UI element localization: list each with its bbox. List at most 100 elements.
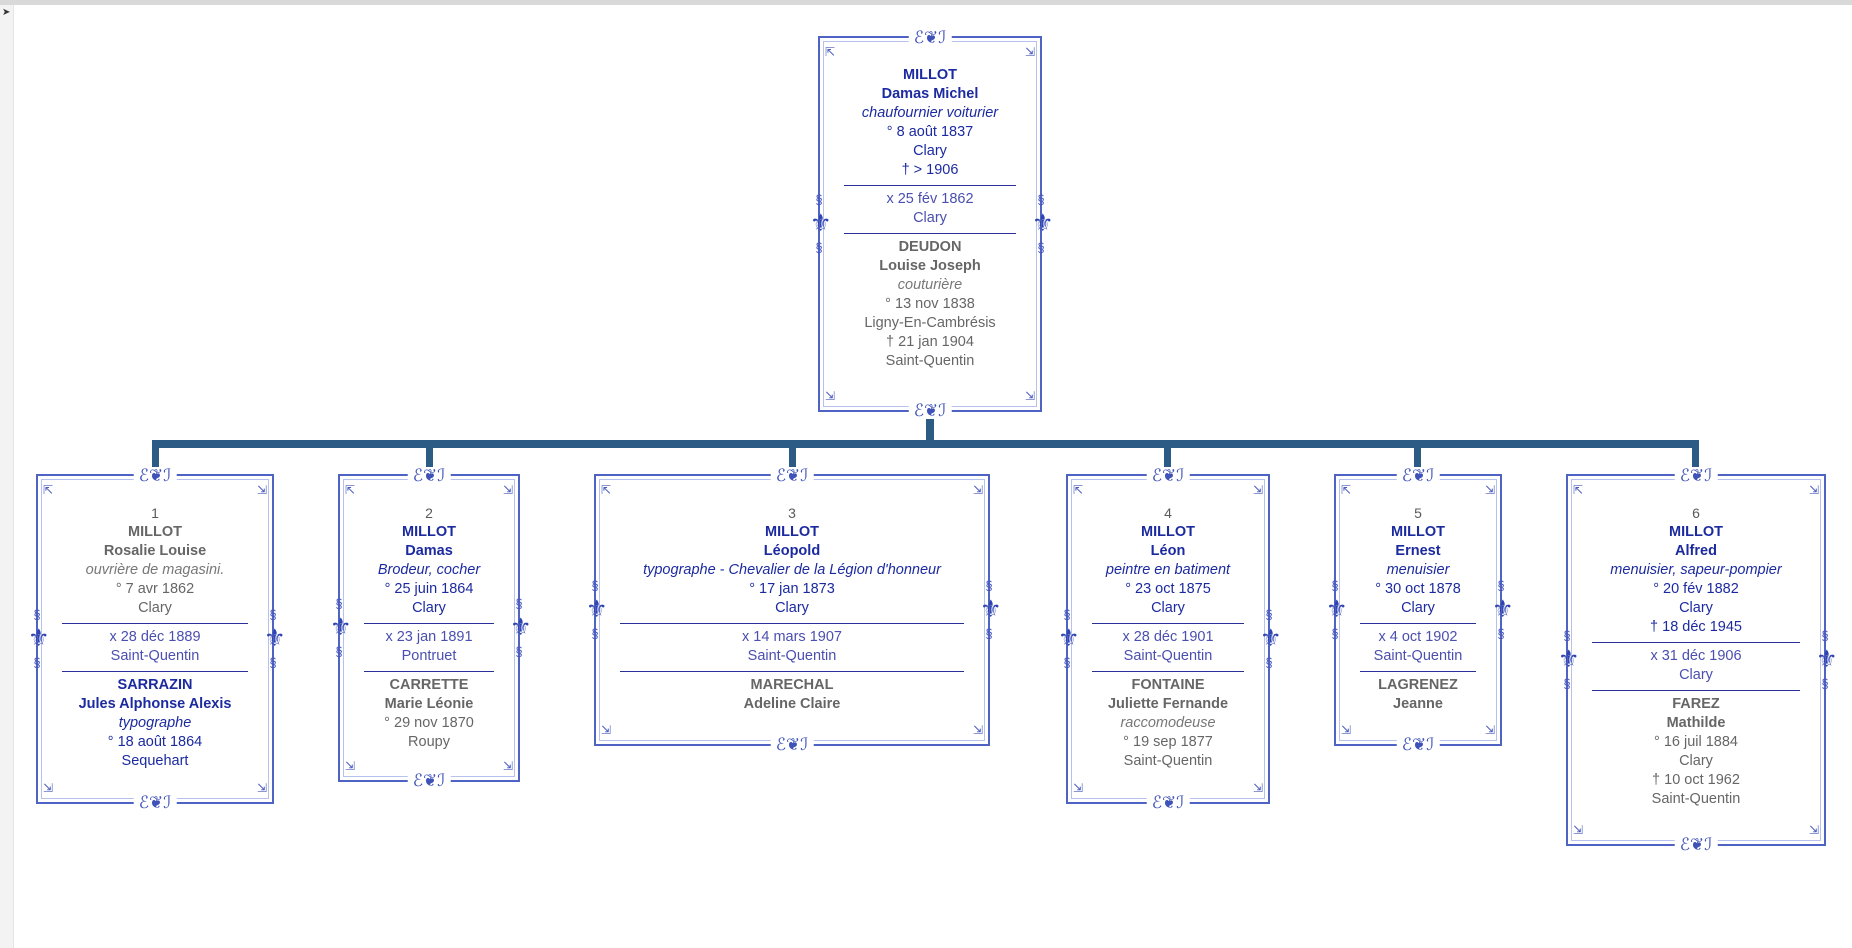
drop-child-3 [789, 440, 796, 474]
corner-arrow-icon: ⇲ [825, 389, 836, 403]
scroll-ornament-icon: ℰ❦ℐ [908, 402, 952, 419]
marriage-place: Saint-Quentin [110, 648, 200, 664]
spouse-birth-place: Ligny-En-Cambrésis [864, 315, 996, 331]
spouse-given-name: Marie Léonie [384, 696, 474, 712]
child-number: 4 [1164, 505, 1172, 521]
divider [62, 623, 248, 624]
scroll-ornament-icon: ℰ❦ℐ [1146, 467, 1190, 484]
birth-place: Clary [412, 600, 446, 616]
fleur-ornament-icon: §⚜§ [264, 607, 286, 670]
surname: MILLOT [1141, 524, 1195, 540]
corner-arrow-icon: ⇲ [972, 723, 983, 737]
fleur-ornament-icon: §⚜§ [810, 192, 832, 255]
spouse-occupation: couturière [897, 277, 963, 293]
child-number: 6 [1692, 505, 1700, 521]
divider [364, 671, 494, 672]
spouse-birth-date: ° 19 sep 1877 [1123, 734, 1213, 750]
drop-child-2 [426, 440, 433, 474]
spouse-surname: LAGRENEZ [1378, 677, 1458, 693]
occupation: ouvrière de magasini. [85, 562, 225, 578]
corner-arrow-icon: ⇱ [601, 483, 612, 497]
divider [1092, 623, 1244, 624]
child-card-4[interactable]: ⇱ ⇲ ⇲ ⇲ ℰ❦ℐ ℰ❦ℐ §⚜§ §⚜§ 4 MILLOT Léon pe… [1058, 467, 1282, 811]
birth-date: ° 23 oct 1875 [1125, 581, 1211, 597]
surname: MILLOT [765, 524, 819, 540]
child-number: 1 [151, 505, 159, 521]
surname: MILLOT [402, 524, 456, 540]
corner-arrow-icon: ⇱ [1341, 483, 1352, 497]
scroll-ornament-icon: ℰ❦ℐ [1674, 836, 1718, 853]
window-top-bar [0, 0, 1852, 5]
corner-arrow-icon: ⇲ [972, 483, 983, 497]
marriage-place: Clary [1679, 667, 1713, 683]
corner-arrow-icon: ⇲ [1252, 781, 1263, 795]
scroll-ornament-icon: ℰ❦ℐ [770, 467, 814, 484]
sibling-bar [152, 440, 1699, 448]
birth-date: ° 30 oct 1878 [1375, 581, 1461, 597]
child-card-6[interactable]: ⇱ ⇲ ⇲ ⇲ ℰ❦ℐ ℰ❦ℐ §⚜§ §⚜§ 6 MILLOT Alfred … [1558, 467, 1838, 853]
root-connector [926, 413, 934, 443]
spouse-surname: FONTAINE [1131, 677, 1205, 693]
surname: MILLOT [903, 67, 957, 83]
root-person-card[interactable]: ⇱ ⇲ ⇲ ⇲ ℰ❦ℐ ℰ❦ℐ §⚜§ §⚜§ MILLOT Damas Mic… [810, 29, 1054, 419]
spouse-surname: SARRAZIN [117, 677, 193, 693]
birth-date: ° 25 juin 1864 [384, 581, 474, 597]
corner-arrow-icon: ⇲ [502, 483, 513, 497]
spouse-occupation: raccomodeuse [1120, 715, 1216, 731]
corner-arrow-icon: ⇱ [1073, 483, 1084, 497]
corner-arrow-icon: ⇲ [1024, 45, 1035, 59]
child-card-1[interactable]: ⇱ ⇲ ⇲ ⇲ ℰ❦ℐ ℰ❦ℐ §⚜§ §⚜§ 1 MILLOT Rosalie… [28, 467, 286, 811]
marriage-place: Clary [913, 210, 947, 226]
spouse-given-name: Juliette Fernande [1107, 696, 1229, 712]
corner-arrow-icon: ⇲ [1484, 723, 1495, 737]
corner-arrow-icon: ⇲ [256, 483, 267, 497]
birth-date: ° 8 août 1837 [886, 124, 974, 140]
fleur-ornament-icon: §⚜§ [1058, 607, 1080, 670]
divider [1360, 671, 1476, 672]
spouse-death-date: † 10 oct 1962 [1652, 772, 1740, 788]
spouse-birth-date: ° 29 nov 1870 [384, 715, 474, 731]
drop-child-4 [1164, 440, 1171, 474]
scroll-ornament-icon: ℰ❦ℐ [407, 772, 451, 789]
fleur-ornament-icon: §⚜§ [1492, 578, 1514, 641]
divider [364, 623, 494, 624]
fleur-ornament-icon: §⚜§ [28, 607, 50, 670]
given-name: Léon [1150, 543, 1186, 559]
occupation: chaufournier voiturier [861, 105, 999, 121]
drop-child-1 [152, 440, 159, 474]
spouse-given-name: Adeline Claire [743, 696, 841, 712]
spouse-birth-place: Roupy [408, 734, 450, 750]
corner-arrow-icon: ⇲ [1573, 823, 1584, 837]
birth-place: Clary [1151, 600, 1185, 616]
occupation: menuisier [1386, 562, 1450, 578]
fleur-ornament-icon: §⚜§ [1032, 192, 1054, 255]
given-name: Damas Michel [881, 86, 979, 102]
divider [620, 671, 964, 672]
spouse-birth-date: ° 16 juil 1884 [1654, 734, 1738, 750]
spouse-surname: MARECHAL [750, 677, 834, 693]
spouse-occupation: typographe [118, 715, 192, 731]
occupation: Brodeur, cocher [377, 562, 481, 578]
divider [1592, 690, 1800, 691]
fleur-ornament-icon: §⚜§ [586, 578, 608, 641]
spouse-death-place: Saint-Quentin [1651, 791, 1741, 807]
surname: MILLOT [1391, 524, 1445, 540]
left-scroll-gutter [0, 5, 14, 948]
child-card-3[interactable]: ⇱ ⇲ ⇲ ⇲ ℰ❦ℐ ℰ❦ℐ §⚜§ §⚜§ 3 MILLOT Léopold… [586, 467, 1002, 753]
marriage-date: x 28 déc 1901 [1122, 629, 1214, 645]
spouse-given-name: Jules Alphonse Alexis [78, 696, 232, 712]
child-card-5[interactable]: ⇱ ⇲ ⇲ ⇲ ℰ❦ℐ ℰ❦ℐ §⚜§ §⚜§ 5 MILLOT Ernest … [1326, 467, 1514, 753]
spouse-surname: FAREZ [1672, 696, 1720, 712]
spouse-surname: DEUDON [898, 239, 962, 255]
child-card-2[interactable]: ⇱ ⇲ ⇲ ⇲ ℰ❦ℐ ℰ❦ℐ §⚜§ §⚜§ 2 MILLOT Damas B… [330, 467, 532, 789]
marriage-date: x 4 oct 1902 [1378, 629, 1458, 645]
birth-date: ° 20 fév 1882 [1653, 581, 1739, 597]
divider [1592, 642, 1800, 643]
birth-date: ° 7 avr 1862 [115, 581, 195, 597]
divider [844, 233, 1016, 234]
scroll-ornament-icon: ℰ❦ℐ [770, 736, 814, 753]
spouse-birth-date: ° 18 août 1864 [107, 734, 203, 750]
corner-arrow-icon: ⇲ [256, 781, 267, 795]
given-name: Damas [405, 543, 453, 559]
marriage-date: x 25 fév 1862 [886, 191, 974, 207]
